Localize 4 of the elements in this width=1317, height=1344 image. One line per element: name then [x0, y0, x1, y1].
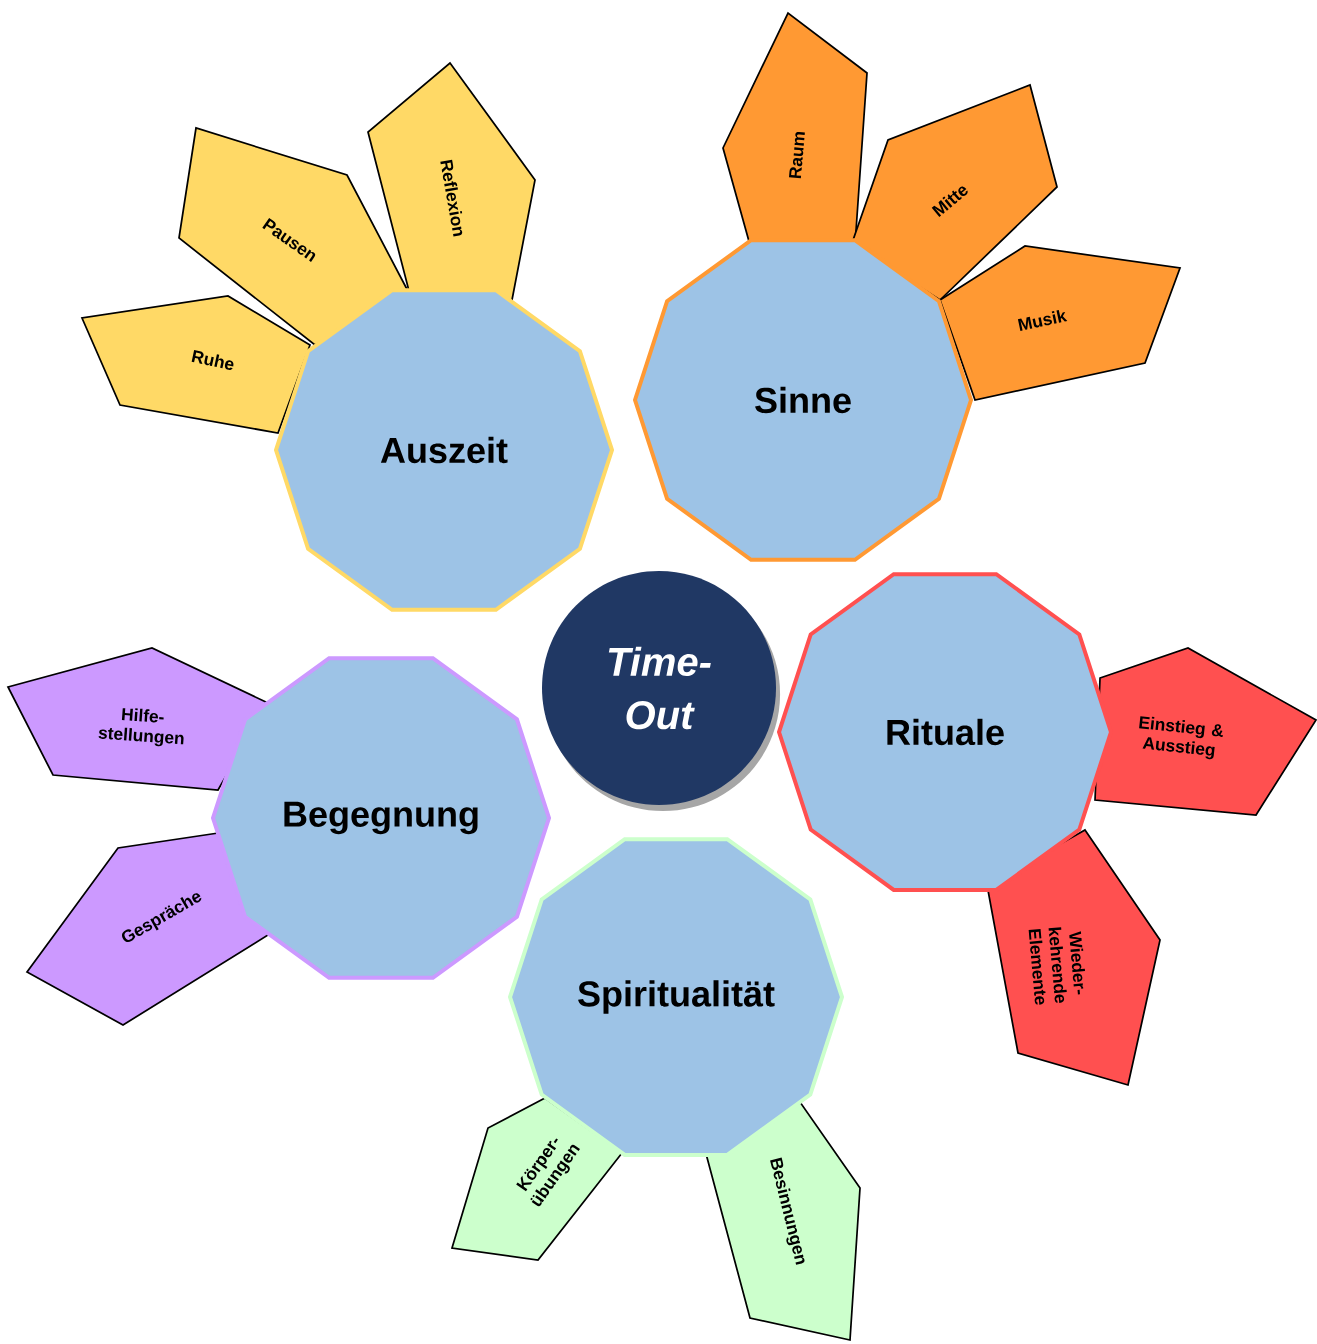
decagon: Sinne: [632, 238, 974, 562]
decagon: Begegnung: [210, 656, 552, 980]
decagon: Auszeit: [273, 288, 615, 612]
decagon: Rituale: [776, 572, 1114, 892]
